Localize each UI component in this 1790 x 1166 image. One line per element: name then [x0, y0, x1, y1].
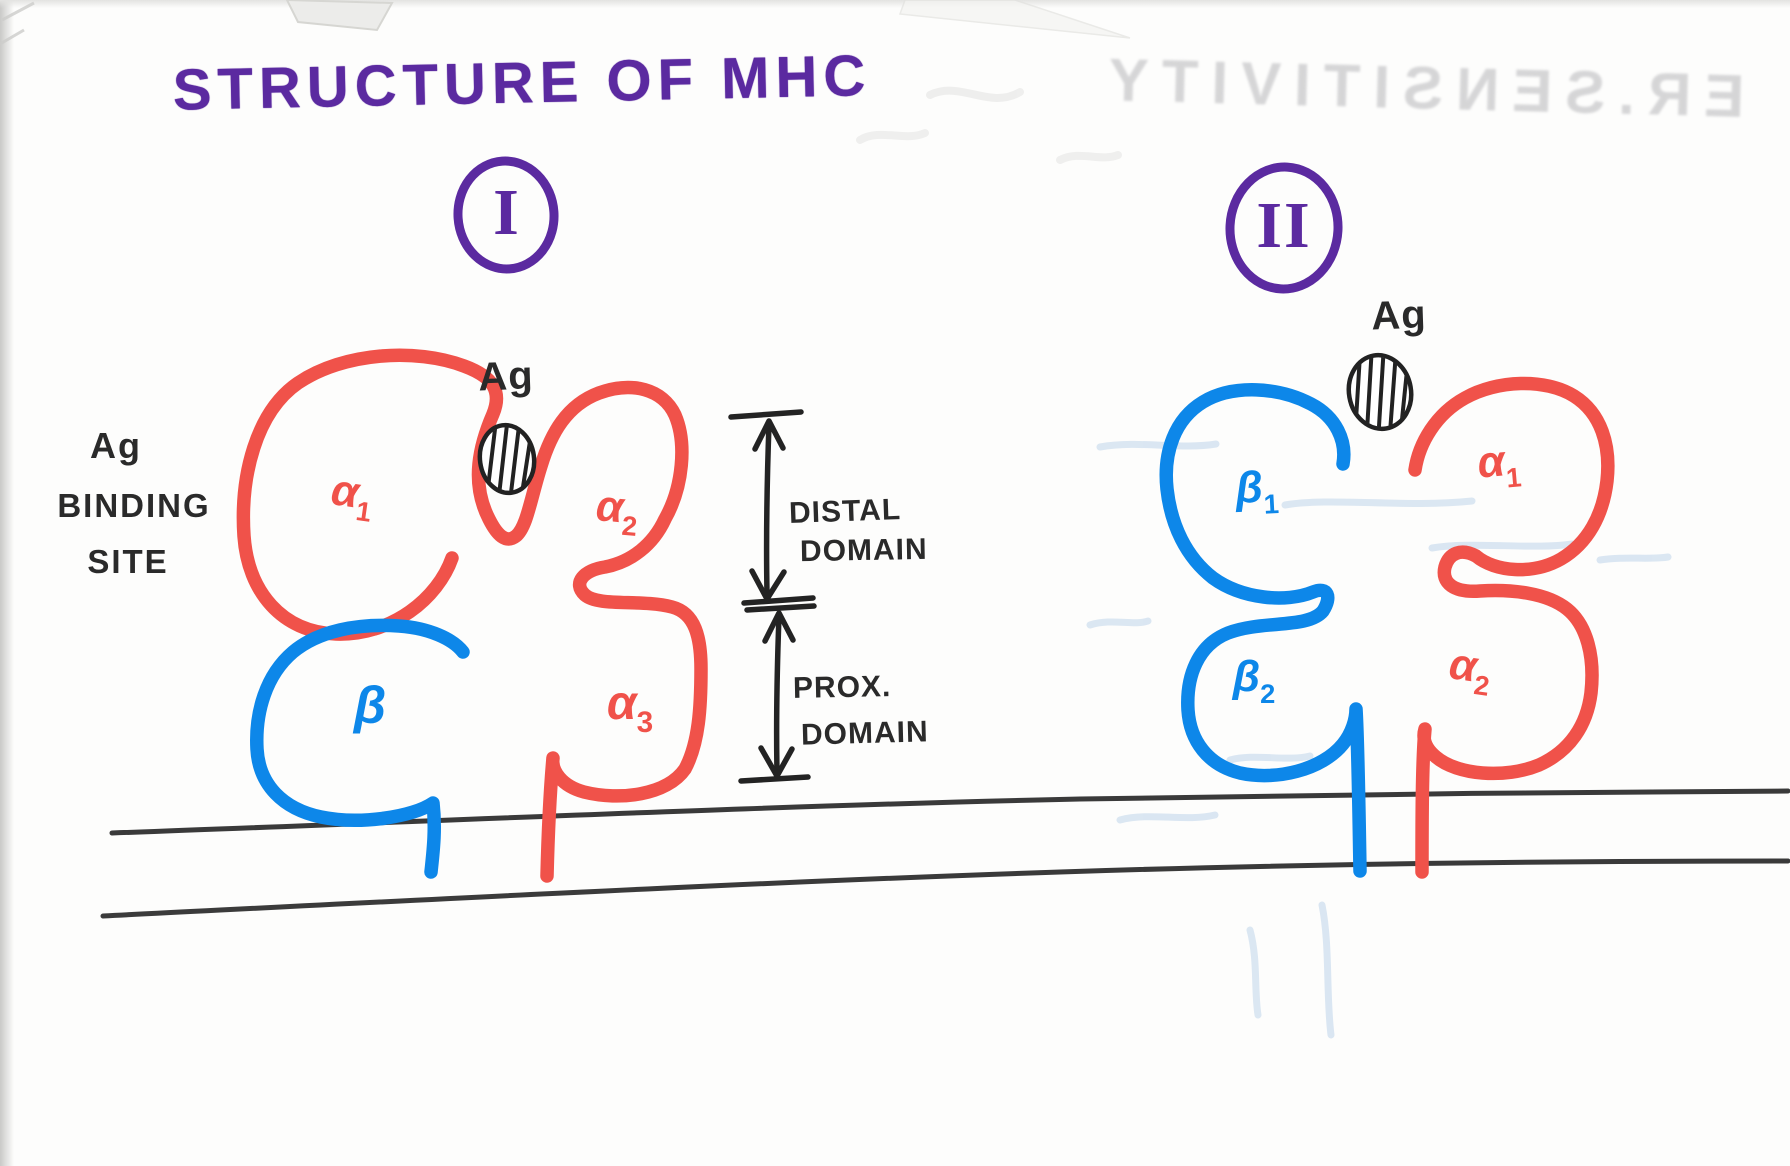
- class-ii-beta1-label: β1: [1234, 462, 1280, 520]
- prox-domain-label-line1: PROX.: [792, 670, 892, 705]
- ag-binding-site-line1: Ag: [90, 425, 142, 466]
- class-ii-numeral: II: [1256, 189, 1312, 262]
- scan-artifacts: [0, 1, 35, 46]
- distal-domain-label-line2: DOMAIN: [799, 532, 928, 569]
- paper-edge-left: [0, 0, 14, 1166]
- prox-domain-arrow: [738, 603, 817, 784]
- numeral-circles: [453, 156, 1343, 294]
- class-ii-alpha2-label: α2: [1446, 639, 1492, 702]
- class-i-numeral: I: [493, 176, 519, 249]
- class-ii-molecule: [1159, 376, 1615, 879]
- distal-domain-label-line1: DISTAL: [788, 493, 902, 530]
- class-ii-alpha1-label: α1: [1475, 436, 1523, 494]
- grey-smudges: [856, 86, 1122, 164]
- membrane-inner-line: [100, 858, 1790, 919]
- class-i-alpha1-label: α1: [328, 465, 374, 528]
- prox-domain-label-line2: DOMAIN: [800, 715, 930, 752]
- ag-binding-site-line3: SITE: [87, 543, 169, 580]
- class-ii-beta-chain: [1159, 383, 1367, 878]
- tape-fragment: [285, 0, 394, 32]
- class-ii-circle: [1225, 162, 1343, 294]
- class-ii-ag-label: Ag: [1370, 292, 1428, 339]
- class-ii-beta2-label: β2: [1232, 651, 1276, 710]
- class-i-alpha2-label: α2: [594, 481, 639, 542]
- class-i-molecule: [236, 348, 708, 883]
- class-i-ag-label: Ag: [477, 353, 535, 400]
- class-i-alpha3-label: α3: [606, 676, 654, 740]
- class-i-alpha-chain: [236, 348, 708, 883]
- class-i-beta2m-chain: [250, 618, 470, 879]
- cell-membrane-lines: [100, 788, 1790, 919]
- class-ii-alpha-chain: [1408, 376, 1615, 879]
- paper-edge-top: [0, 0, 1790, 8]
- blue-bleedthrough-scribbles: [1086, 440, 1672, 1039]
- class-i-circle: [453, 156, 559, 274]
- tape-fragment-right: [898, 0, 1131, 39]
- distal-domain-arrow: [728, 409, 816, 606]
- class-i-beta-label: β: [353, 676, 387, 735]
- antigen-icon-class-ii: [1346, 352, 1414, 432]
- ag-binding-site-line2: BINDING: [57, 487, 211, 524]
